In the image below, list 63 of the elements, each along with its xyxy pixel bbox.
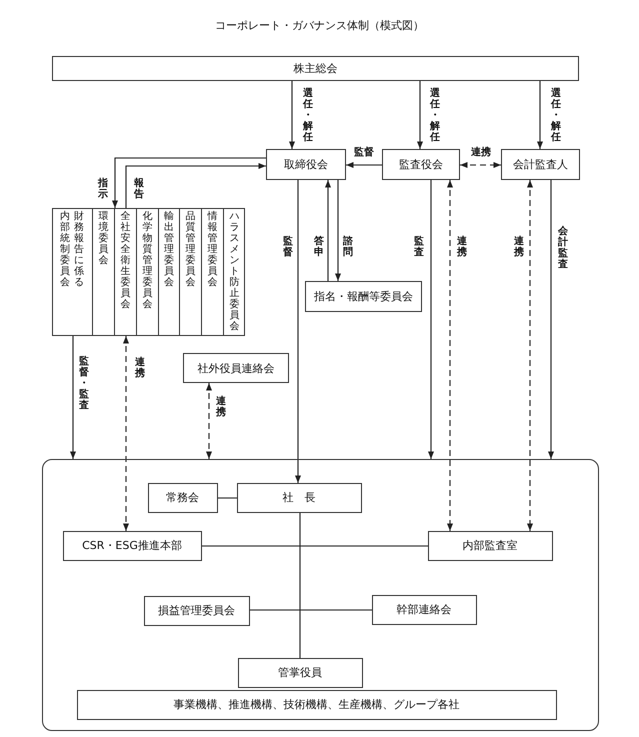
org-box: 幹部連絡会 bbox=[372, 594, 476, 624]
double-arrow bbox=[206, 383, 212, 459]
committee-panel bbox=[52, 208, 245, 336]
edge-label: 連携 bbox=[457, 236, 467, 258]
arrow bbox=[294, 180, 302, 483]
org-box: 指名・報酬等委員会 bbox=[305, 281, 422, 312]
edge-label: 監督・監査 bbox=[79, 356, 89, 411]
edge-label: 連携 bbox=[471, 147, 491, 158]
org-box: 社 長 bbox=[236, 482, 362, 512]
org-box: 損益管理委員会 bbox=[144, 596, 250, 626]
org-box: 会計監査人 bbox=[501, 149, 580, 180]
edge-label: 選任・解任 bbox=[551, 88, 561, 143]
edge-label: 答申 bbox=[314, 236, 324, 258]
arrow bbox=[70, 336, 76, 459]
edge-label: 連携 bbox=[216, 396, 226, 418]
edge-label: 報告 bbox=[134, 178, 144, 200]
org-box: 社外役員連絡会 bbox=[183, 353, 289, 383]
arrow bbox=[548, 180, 554, 459]
connector-line bbox=[299, 513, 301, 658]
edge-label: 選任・解任 bbox=[303, 88, 313, 143]
double-arrow bbox=[446, 180, 454, 531]
arrow bbox=[428, 180, 434, 459]
double-arrow bbox=[526, 180, 534, 531]
edge-label: 監査 bbox=[414, 236, 424, 258]
org-box: 内部監査室 bbox=[428, 530, 552, 560]
committee-column: 環境委員会 bbox=[93, 208, 115, 336]
arrow bbox=[416, 81, 424, 149]
committee-column: 財務報告に係る内部統制委員会 bbox=[52, 208, 93, 336]
org-box: 取締役会 bbox=[266, 149, 346, 180]
arrow bbox=[324, 180, 332, 281]
committee-column: 全社安全衛生委員会 bbox=[115, 208, 137, 336]
connector-line bbox=[250, 609, 372, 611]
org-box: 監査役会 bbox=[382, 149, 460, 180]
org-box: 常務会 bbox=[148, 482, 218, 512]
committee-column: ハラスメント防止委員会 bbox=[224, 208, 245, 336]
arrow bbox=[334, 180, 342, 281]
connector-line bbox=[202, 545, 428, 547]
meeting-bar: 株主総会 bbox=[52, 56, 579, 81]
edge-label: 指示 bbox=[98, 178, 108, 200]
org-box: 管掌役員 bbox=[238, 658, 362, 688]
edge-label: 監督 bbox=[354, 147, 374, 158]
double-arrow bbox=[122, 336, 130, 531]
edge-label: 諮問 bbox=[343, 236, 353, 258]
arrow bbox=[125, 162, 266, 208]
edge-label: 選任・解任 bbox=[430, 88, 440, 143]
org-box: CSR・ESG推進本部 bbox=[62, 530, 202, 560]
committee-column: 品質管理委員会 bbox=[180, 208, 202, 336]
committee-column: 情報管理委員会 bbox=[202, 208, 224, 336]
edge-label: 連携 bbox=[514, 236, 524, 258]
organization-bar: 事業機構、推進機構、技術機構、生産機構、グループ各社 bbox=[76, 690, 556, 720]
double-arrow bbox=[460, 162, 501, 168]
edge-label: 会計監査 bbox=[558, 226, 568, 270]
edge-label: 連携 bbox=[135, 357, 145, 379]
committee-column: 化学物質管理委員会 bbox=[137, 208, 159, 336]
arrow bbox=[346, 162, 382, 168]
connector-line bbox=[218, 497, 237, 499]
edge-label: 監督 bbox=[283, 236, 293, 258]
arrow bbox=[288, 81, 296, 149]
committee-column: 輸出管理委員会 bbox=[159, 208, 180, 336]
arrow bbox=[536, 81, 544, 149]
arrow bbox=[112, 157, 266, 208]
diagram-title: コーポレート・ガバナンス体制（模式図） bbox=[214, 18, 425, 33]
executive-panel bbox=[42, 459, 599, 731]
